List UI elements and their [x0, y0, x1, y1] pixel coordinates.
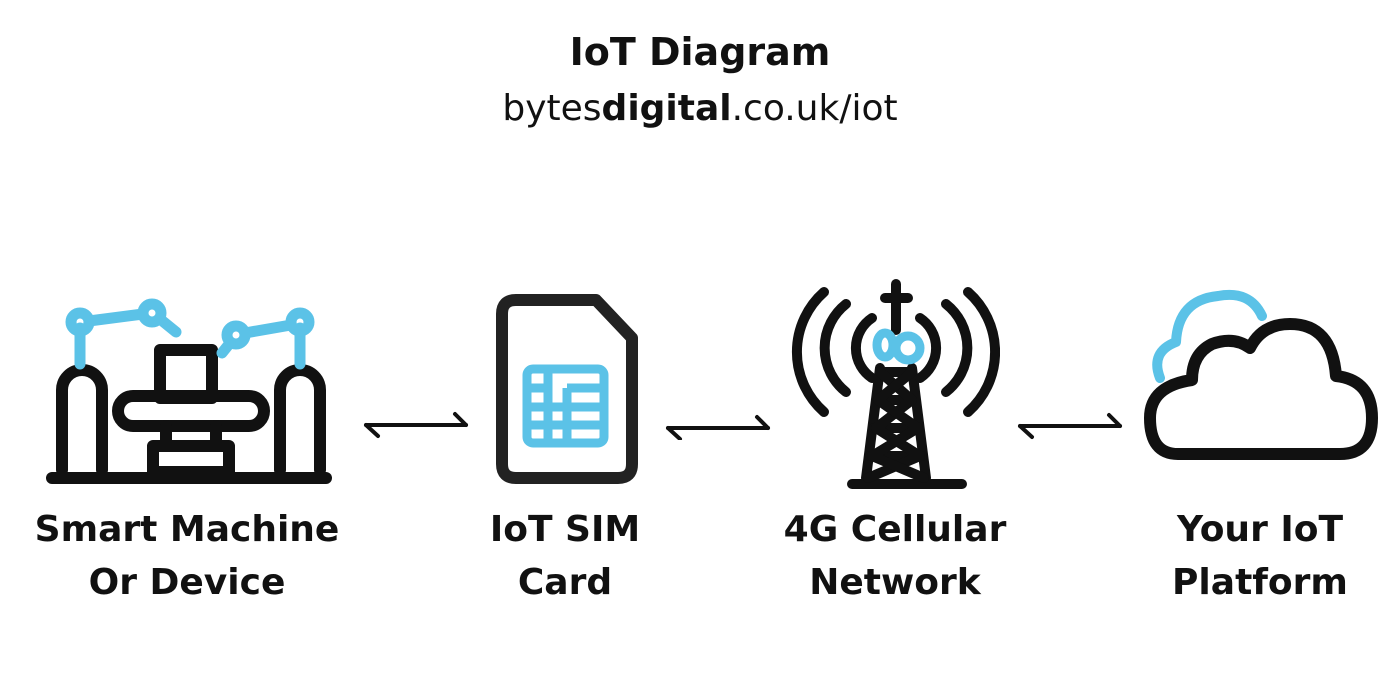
node-label-iot-sim: IoT SIM Card	[385, 503, 745, 609]
label-line: IoT SIM	[489, 509, 641, 550]
cloud-icon	[1144, 290, 1378, 460]
label-line: Smart Machine	[34, 509, 340, 550]
label-line: Card	[517, 562, 613, 603]
label-line: Network	[809, 562, 981, 603]
robotic-machine-icon	[46, 298, 332, 484]
url-suffix: .co.uk/iot	[731, 88, 898, 129]
label-line: Your IoT	[1176, 509, 1344, 550]
label-line: 4G Cellular	[783, 509, 1007, 550]
label-line: Platform	[1172, 562, 1348, 603]
node-label-cellular-network: 4G Cellular Network	[715, 503, 1075, 609]
source-url: bytesdigital.co.uk/iot	[0, 78, 1400, 140]
url-prefix: bytes	[502, 88, 602, 129]
diagram-header: IoT Diagram bytesdigital.co.uk/iot	[0, 26, 1400, 140]
bidirectional-arrow-icon	[1018, 413, 1122, 439]
node-label-iot-platform: Your IoT Platform	[1080, 503, 1400, 609]
sim-card-icon	[496, 294, 638, 484]
url-bold: digital	[601, 88, 732, 129]
cell-tower-icon	[791, 279, 1000, 489]
bidirectional-arrow-icon	[666, 415, 770, 440]
bidirectional-arrow-icon	[364, 412, 468, 438]
node-label-smart-machine: Smart Machine Or Device	[7, 503, 367, 609]
diagram-title: IoT Diagram	[569, 30, 831, 74]
label-line: Or Device	[88, 562, 286, 603]
